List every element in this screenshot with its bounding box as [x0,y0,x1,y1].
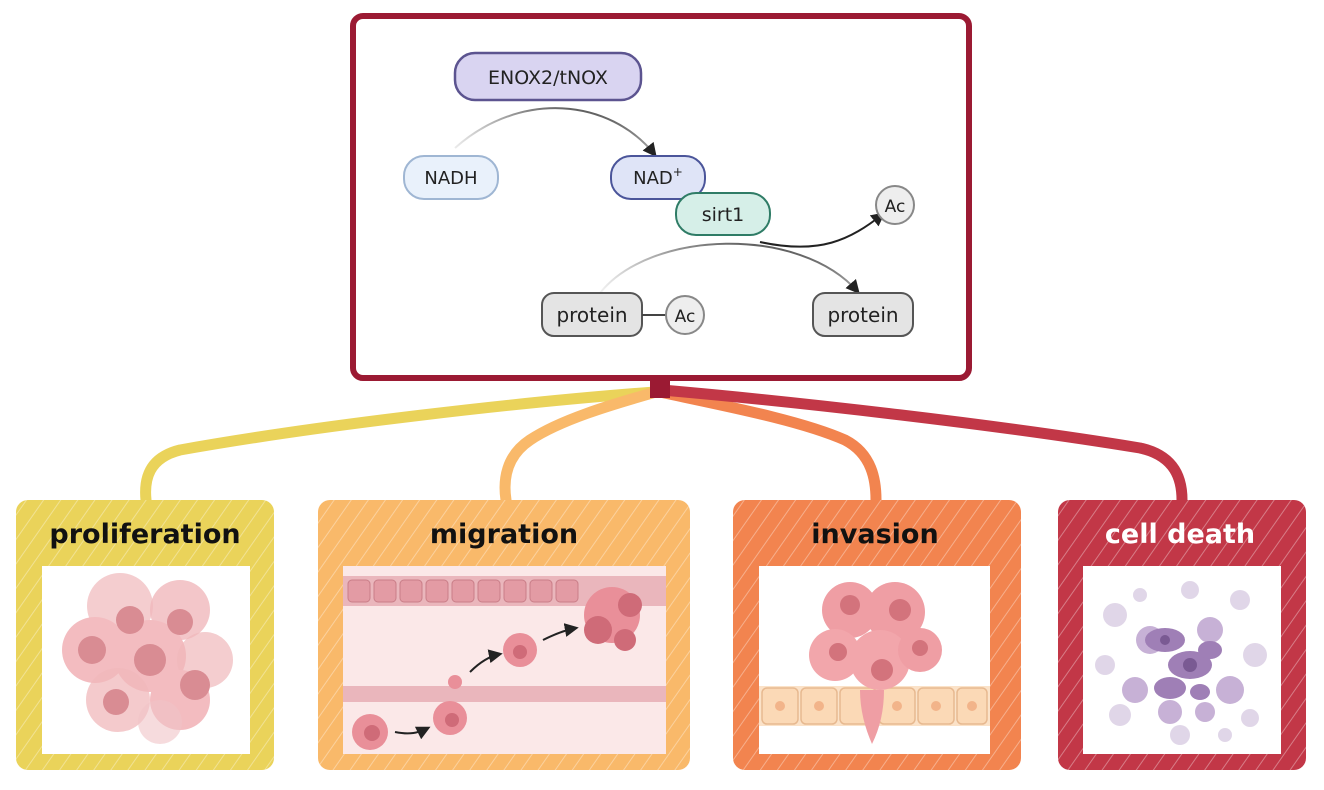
branch-connectors [140,380,1188,506]
svg-text:NAD+: NAD+ [633,165,683,189]
oxidation-arrow [454,107,657,158]
acetyl-released-node: Ac [875,185,915,225]
nadh-node: NADH [403,155,499,200]
nadh-label: NADH [424,168,477,189]
panel-proliferation: proliferation [16,500,274,770]
panel-title-migration: migration [430,519,578,550]
sirt1-node: sirt1 [675,192,771,236]
connector-invasion [654,386,882,506]
panel-title-proliferation: proliferation [49,519,240,550]
sirt1-label: sirt1 [702,204,745,226]
connector-migration [499,386,662,506]
protein-out-label: protein [827,303,898,327]
protein-in-label: protein [556,303,627,327]
vessel-migration-icon [343,566,666,754]
apoptotic-debris-icon [1095,581,1267,745]
deacetylation-arrow-protein [599,242,860,295]
connector-hub [650,380,670,398]
panel-title-invasion: invasion [811,519,938,550]
nad-charge: + [673,165,683,179]
panel-invasion: invasion [733,500,1021,770]
deacetylation-arrow-acetyl [759,212,886,248]
epithelium-invasion-icon [759,582,990,744]
acetyl-released-label: Ac [885,197,906,217]
enzyme-node: ENOX2/tNOX [453,51,643,102]
panel-title-cell-death: cell death [1105,519,1255,550]
nad-label: NAD [633,168,673,189]
enzyme-label: ENOX2/tNOX [488,67,608,89]
nad-node: NAD+ [610,155,706,200]
deacetylated-protein-node: protein [812,292,914,337]
connector-cell-death [656,384,1188,506]
acetyl-in-label: Ac [675,307,696,327]
panel-migration: migration [318,500,690,770]
cell-cluster-icon [62,573,233,744]
acetylated-protein-node: protein Ac [541,292,705,337]
connector-proliferation [140,386,661,506]
panel-cell-death: cell death [1058,500,1306,770]
